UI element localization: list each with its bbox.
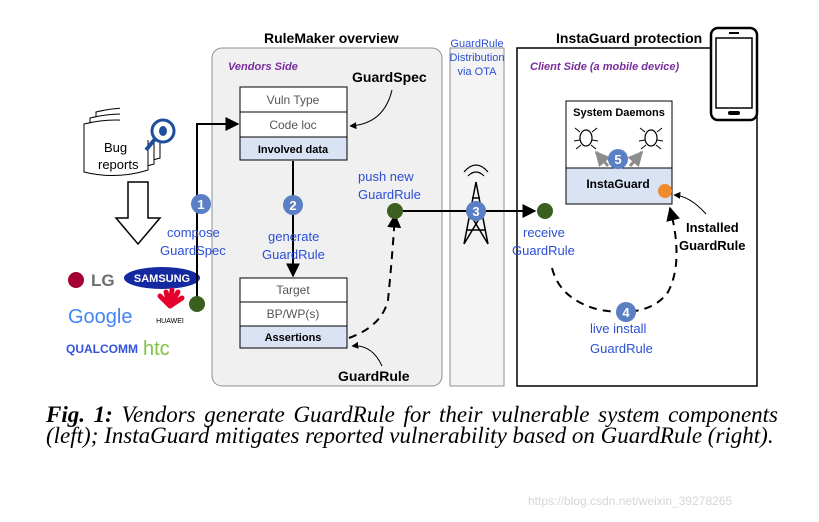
installed-rule-dot	[658, 184, 672, 198]
step1-badge: 1	[191, 194, 211, 214]
daemon-arrow-left	[594, 150, 611, 168]
guardspec-involved-data: Involved data	[258, 144, 329, 156]
distribution-title-line1: GuardRule	[450, 38, 503, 50]
svg-text:HUAWEI: HUAWEI	[156, 318, 184, 325]
step4-text-line2: GuardRule	[590, 341, 653, 356]
step2-text-line1: generate	[268, 229, 319, 244]
daemon-arrow-right	[627, 150, 644, 168]
step3-badge: 3	[466, 201, 486, 221]
daemon-bug-icon-left	[573, 127, 599, 150]
guardrule-bpwp: BP/WP(s)	[267, 307, 320, 321]
push-text-line2: GuardRule	[358, 187, 421, 202]
distribution-title-line2: Distribution	[449, 52, 504, 64]
google-logo: Google	[68, 306, 133, 328]
huawei-logo: HUAWEI	[156, 287, 185, 325]
step1-text-line1: compose	[167, 225, 220, 240]
bug-reports-icon	[83, 104, 180, 177]
receive-text-line2: GuardRule	[512, 243, 575, 258]
daemon-bug-icon-right	[638, 127, 664, 150]
step2-badge: 2	[283, 195, 303, 215]
htc-logo: htc	[143, 338, 170, 360]
push-text-line1: push new	[358, 169, 414, 184]
client-side-label: Client Side (a mobile device)	[530, 61, 679, 73]
guardrule-label: GuardRule	[338, 368, 410, 384]
figure-label: Fig. 1:	[46, 402, 113, 427]
installed-guardrule-line1: Installed	[686, 220, 739, 235]
qualcomm-logo: QUALCOMM	[66, 342, 138, 356]
svg-text:3: 3	[472, 204, 479, 219]
watermark: https://blog.csdn.net/weixin_39278265	[528, 494, 733, 508]
vendors-side-label: Vendors Side	[228, 61, 298, 73]
instaguard-label: InstaGuard	[586, 177, 649, 191]
lg-logo: LG	[68, 271, 115, 290]
installed-guardrule-line2: GuardRule	[679, 238, 745, 253]
guardspec-label: GuardSpec	[352, 69, 427, 85]
push-flow	[348, 213, 402, 339]
caption-text: Vendors generate GuardRule for their vul…	[46, 402, 779, 448]
bug-reports-line1: Bug	[104, 140, 127, 155]
step5-badge: 5	[608, 149, 628, 169]
step4-badge: 4	[616, 302, 636, 322]
svg-text:1: 1	[197, 197, 204, 212]
guardspec-row-data	[239, 136, 348, 161]
instaguard-box	[565, 167, 673, 205]
bug-to-vendors-arrow	[114, 181, 162, 246]
receive-node	[537, 203, 553, 219]
guardspec-vulntype: Vuln Type	[267, 93, 320, 107]
system-daemons-label: System Daemons	[573, 107, 665, 119]
svg-text:2: 2	[289, 198, 296, 213]
guardrule-pointer	[351, 341, 383, 367]
step1-text-line2: GuardSpec	[160, 243, 226, 258]
installed-pointer	[673, 191, 707, 215]
phone-icon	[709, 26, 759, 122]
guardrule-assertions: Assertions	[265, 332, 322, 344]
rulemaker-title: RuleMaker overview	[264, 30, 399, 46]
distribution-title-line3: via OTA	[458, 66, 498, 78]
step2-text-line2: GuardRule	[262, 247, 325, 262]
guardrule-row-assertions	[239, 325, 348, 349]
vendor-node	[189, 296, 205, 312]
live-install-flow	[551, 206, 680, 313]
guardrule-target: Target	[276, 283, 310, 297]
instaguard-title: InstaGuard protection	[556, 30, 702, 46]
samsung-logo: SAMSUNG	[124, 267, 200, 289]
push-node	[387, 203, 403, 219]
svg-text:5: 5	[614, 152, 621, 167]
compose-flow	[196, 117, 240, 304]
receive-text-line1: receive	[523, 225, 565, 240]
figure-caption: Fig. 1: Vendors generate GuardRule for t…	[46, 402, 779, 448]
guardspec-codeloc: Code loc	[269, 118, 316, 132]
svg-text:4: 4	[622, 305, 630, 320]
guardspec-pointer	[349, 89, 393, 130]
svg-text:SAMSUNG: SAMSUNG	[134, 273, 190, 285]
bug-reports-line2: reports	[98, 157, 139, 172]
svg-text:LG: LG	[91, 271, 115, 290]
step4-text-line1: live install	[590, 321, 646, 336]
